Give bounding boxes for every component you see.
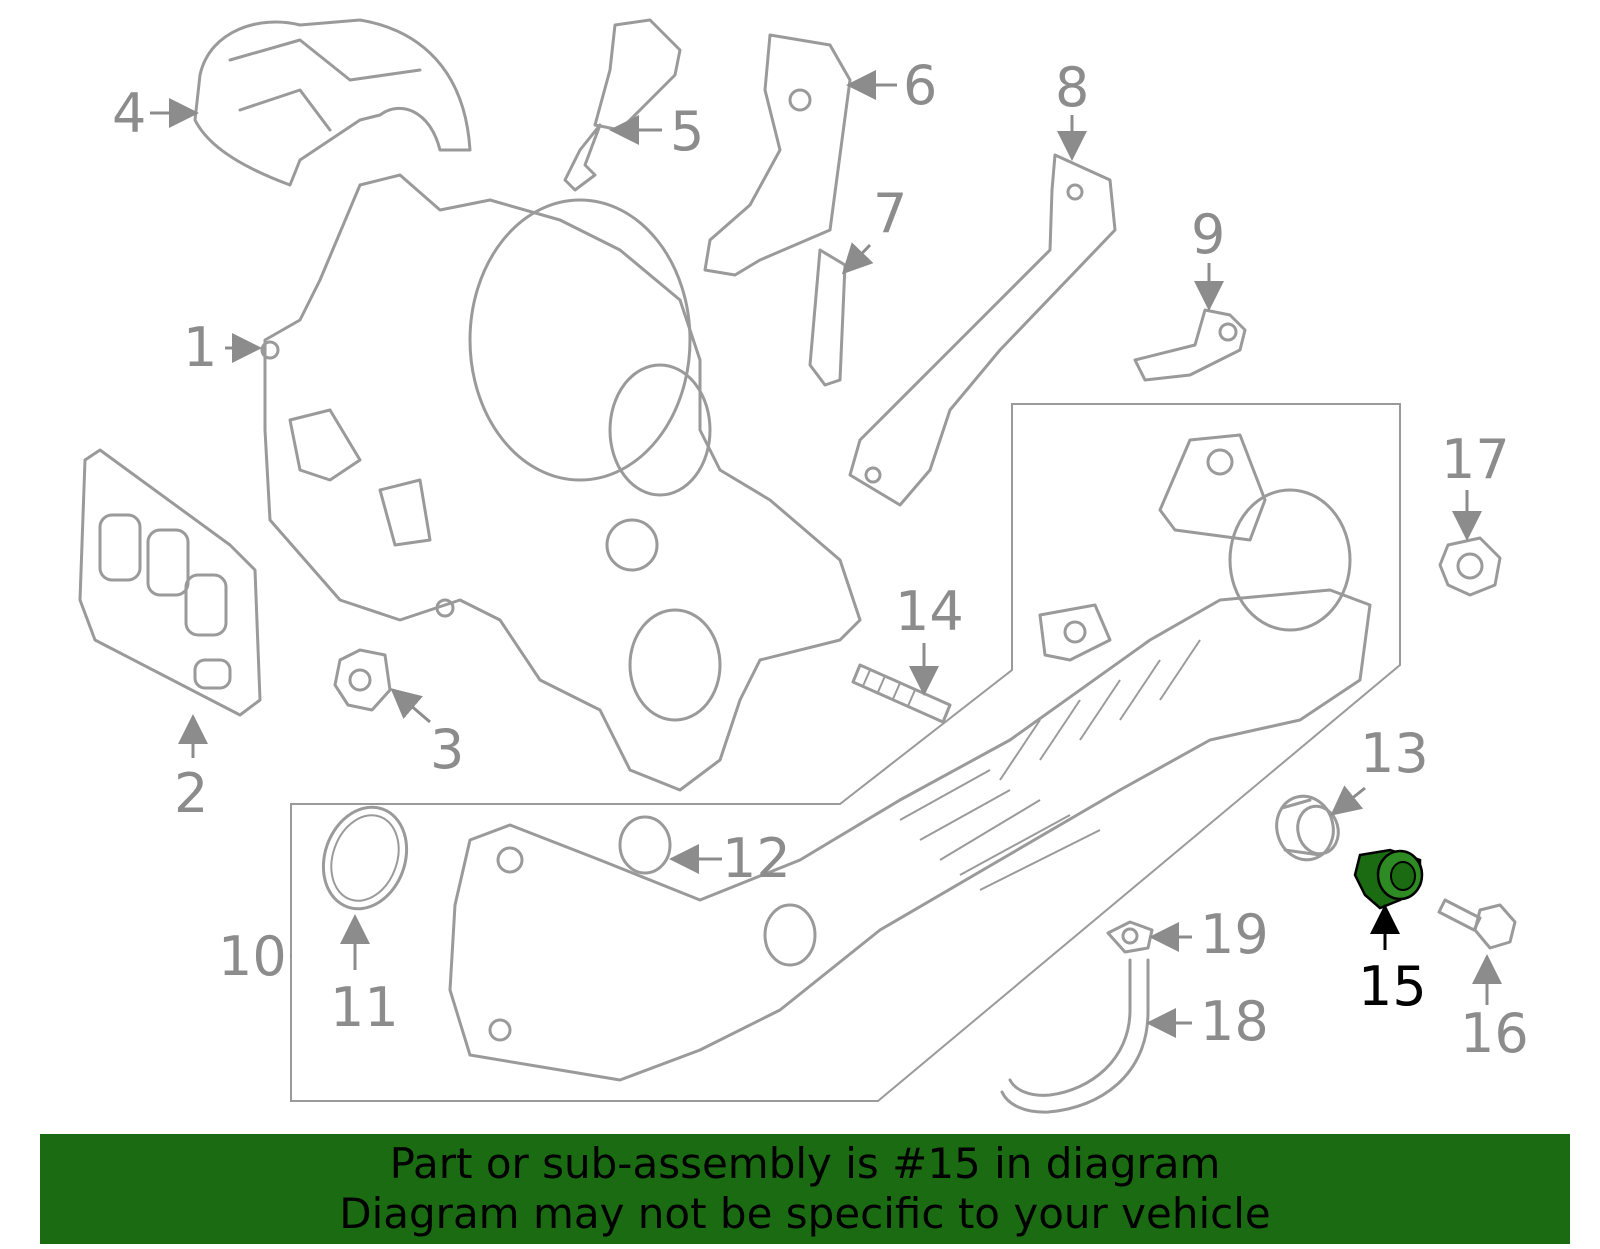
callout-1: 1 [183, 316, 217, 379]
info-banner: Part or sub-assembly is #15 in diagram D… [40, 1134, 1570, 1244]
part-15-fitting-highlighted[interactable] [1353, 848, 1424, 910]
part-2-gasket [78, 448, 262, 717]
callout-2: 2 [174, 762, 208, 825]
callout-15: 15 [1358, 955, 1427, 1018]
banner-line-1: Part or sub-assembly is #15 in diagram [389, 1139, 1221, 1188]
callout-18: 18 [1200, 990, 1269, 1053]
callout-5: 5 [670, 100, 704, 163]
callout-14: 14 [895, 580, 964, 643]
callout-3: 3 [430, 718, 464, 781]
part-9-bracket [1133, 308, 1247, 382]
part-10-cooler-assembly [448, 433, 1372, 1082]
part-19-clip [1106, 920, 1154, 954]
callout-4: 4 [112, 82, 146, 145]
part-3-nut [333, 648, 392, 712]
callout-6: 6 [903, 54, 937, 117]
callout-12: 12 [722, 827, 791, 890]
callout-9: 9 [1191, 203, 1225, 266]
part-13-bushing [1275, 794, 1340, 862]
part-7-strip [808, 248, 847, 387]
part-6-bracket [703, 33, 852, 277]
part-16-bolt [1437, 898, 1517, 950]
part-18-hose [1000, 958, 1150, 1114]
part-17-nut [1438, 536, 1502, 597]
part-14-stud [851, 663, 952, 724]
part-1-turbocharger [260, 173, 862, 792]
callout-leaders [150, 70, 1502, 1038]
callout-17: 17 [1441, 428, 1510, 491]
callout-10: 10 [218, 925, 287, 988]
part-11-ring [321, 805, 409, 911]
callout-11: 11 [330, 976, 399, 1039]
part-4-heat-shield [193, 18, 472, 187]
part-8-support [848, 153, 1117, 507]
part-12-plug [618, 815, 672, 875]
callout-19: 19 [1200, 903, 1269, 966]
banner-line-2: Diagram may not be specific to your vehi… [339, 1189, 1271, 1238]
assembly-outline [290, 403, 1401, 1102]
callout-8: 8 [1055, 56, 1089, 119]
part-5-bracket [563, 18, 682, 192]
callout-13: 13 [1360, 722, 1429, 785]
callout-16: 16 [1460, 1002, 1529, 1065]
callout-7: 7 [873, 182, 907, 245]
